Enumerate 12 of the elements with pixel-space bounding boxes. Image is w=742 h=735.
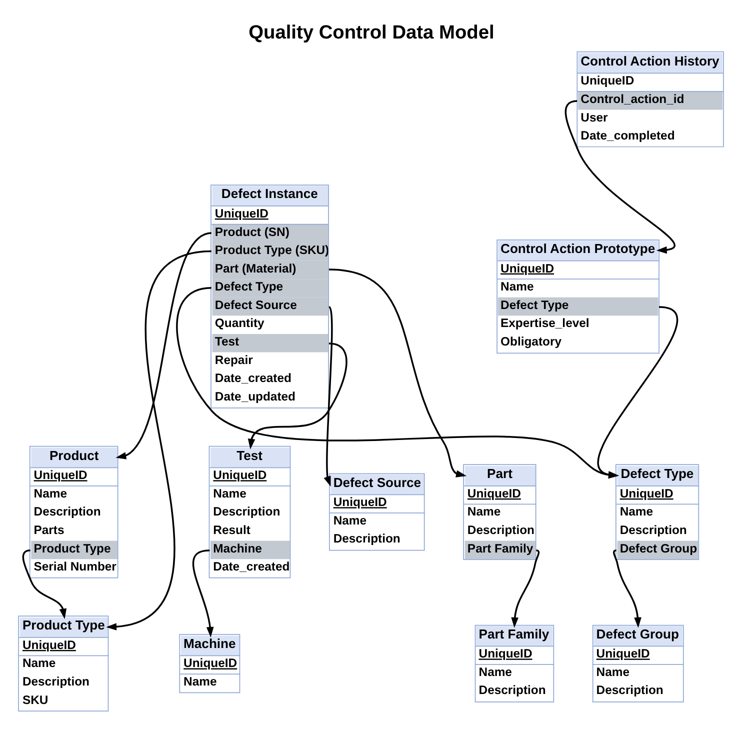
arrow (324, 306, 333, 487)
arrow (328, 268, 467, 478)
arrow (22, 550, 67, 620)
diagram-title: Quality Control Data Model (248, 22, 494, 44)
arrow (176, 286, 619, 479)
arrow (116, 232, 212, 460)
arrow (613, 550, 642, 628)
arrow (192, 550, 214, 638)
arrow (106, 250, 212, 630)
arrow (248, 342, 348, 450)
arrow (598, 306, 678, 478)
arrow (511, 550, 540, 628)
